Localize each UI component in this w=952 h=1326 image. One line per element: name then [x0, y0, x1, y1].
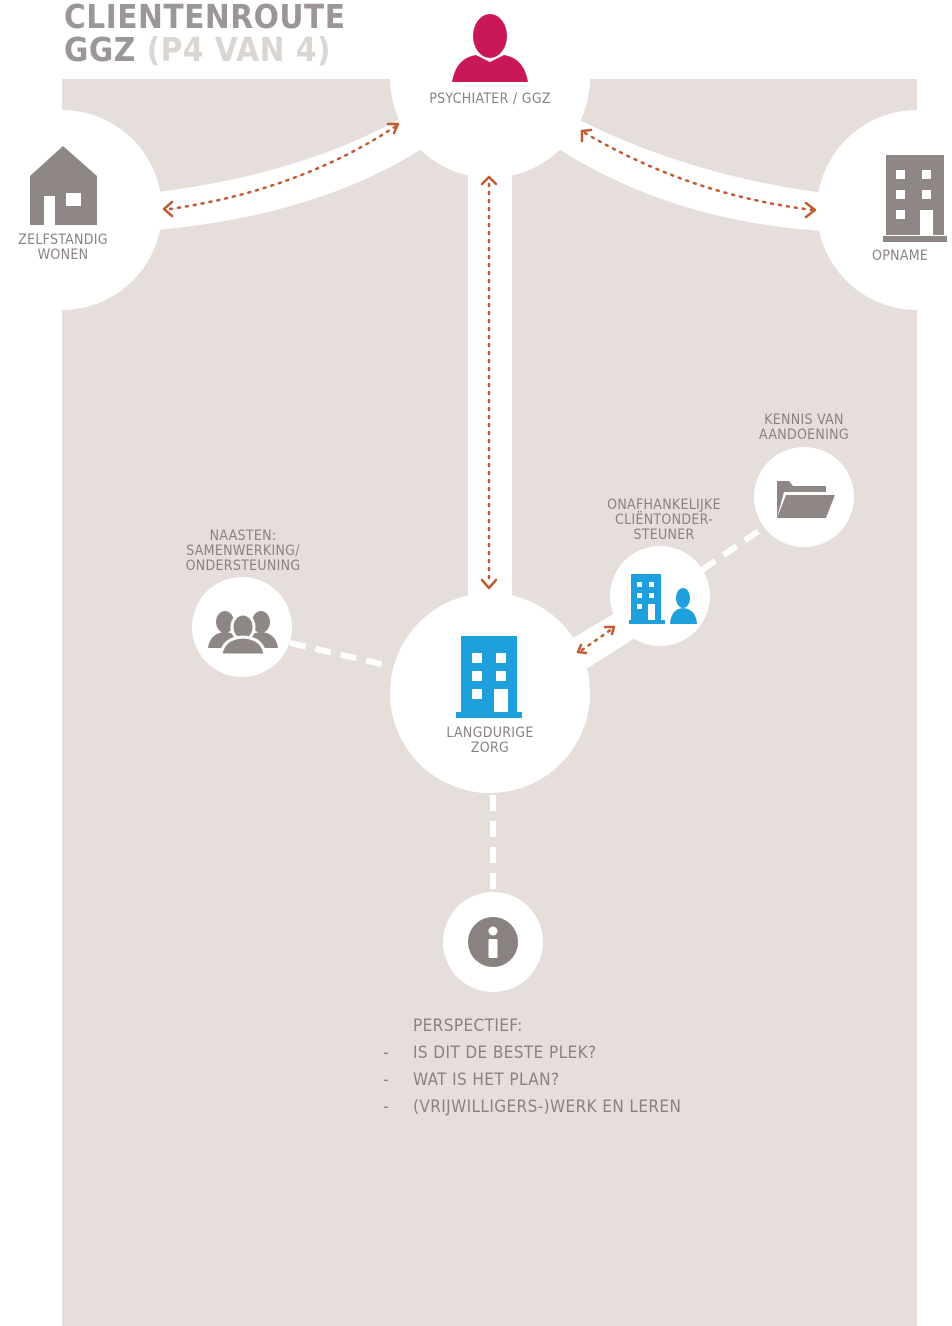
- zorg-building-icon: [456, 636, 522, 718]
- list-item: - (VRIJWILLIGERS-)WERK EN LEREN: [383, 1097, 682, 1117]
- kennis-label: KENNIS VAN AANDOENING: [759, 412, 849, 443]
- perspectief-heading: PERSPECTIEF:: [413, 1016, 523, 1036]
- list-item: - IS DIT DE BESTE PLEK?: [383, 1043, 597, 1063]
- group-icon: [208, 611, 278, 657]
- title-page-indicator: (P4 VAN 4): [146, 30, 332, 69]
- perspectief-block: PERSPECTIEF: - IS DIT DE BESTE PLEK? - W…: [383, 1013, 681, 1121]
- building-person-icon: [629, 574, 697, 624]
- title-line-1: CLIENTENROUTE: [64, 0, 346, 36]
- title-line-2: GGZ: [64, 30, 136, 69]
- opname-building-icon: [883, 155, 947, 242]
- dashed-connectors: [289, 525, 765, 892]
- clientondersteuner-label: ONAFHANKELIJKE CLIËNTONDER- STEUNER: [607, 497, 721, 543]
- list-item: - WAT IS HET PLAN?: [383, 1070, 560, 1090]
- dotted-arrows: [168, 124, 815, 652]
- naasten-label: NAASTEN: SAMENWERKING/ ONDERSTEUNING: [185, 528, 301, 574]
- folder-icon: [777, 481, 835, 518]
- psychiater-circle: [390, 0, 590, 178]
- info-icon: [468, 917, 518, 967]
- opname-label: OPNAME: [872, 248, 929, 264]
- house-icon: [30, 146, 97, 225]
- page-title: CLIENTENROUTE GGZ (P4 VAN 4): [64, 0, 346, 66]
- langdurige-zorg-label: LANGDURIGE ZORG: [446, 725, 534, 756]
- arrow-heads: [162, 122, 817, 655]
- zelfstandig-wonen-label: ZELFSTANDIG WONEN: [18, 232, 108, 263]
- psychiater-label: PSYCHIATER / GGZ: [429, 91, 551, 107]
- person-icon: [452, 14, 528, 82]
